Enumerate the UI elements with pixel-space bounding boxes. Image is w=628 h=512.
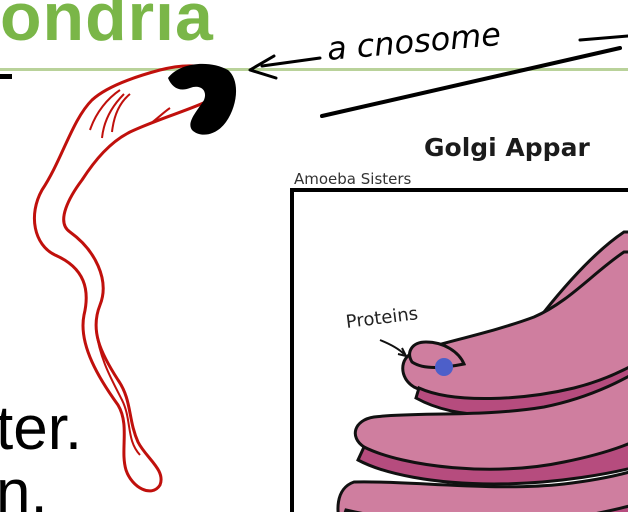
sperm-tail-detail — [96, 330, 140, 455]
acrosome-handwritten-label: a cnosome — [325, 15, 502, 68]
figure-credit: Amoeba Sisters — [294, 170, 411, 188]
acrosome-cap — [168, 64, 236, 135]
golgi-figure: Proteins — [290, 188, 628, 512]
title-divider — [0, 68, 628, 71]
golgi-illustration — [294, 192, 628, 512]
protein-arrow — [380, 340, 404, 354]
sperm-inner-2 — [102, 94, 124, 138]
body-text-line-1: ter. — [0, 398, 82, 460]
sperm-inner-1 — [90, 90, 120, 130]
sperm-inner-4 — [150, 108, 170, 124]
bullet-marker — [0, 74, 12, 79]
figure-title: Golgi Appar — [424, 133, 590, 162]
annotation-arrowhead — [250, 56, 276, 78]
annotation-underline-2 — [580, 36, 628, 40]
annotation-arrow — [262, 58, 320, 66]
sperm-inner-3 — [112, 94, 130, 132]
body-text-line-2: n. — [0, 462, 48, 512]
protein-dot — [435, 358, 453, 376]
slide-title: ondria — [0, 0, 214, 56]
